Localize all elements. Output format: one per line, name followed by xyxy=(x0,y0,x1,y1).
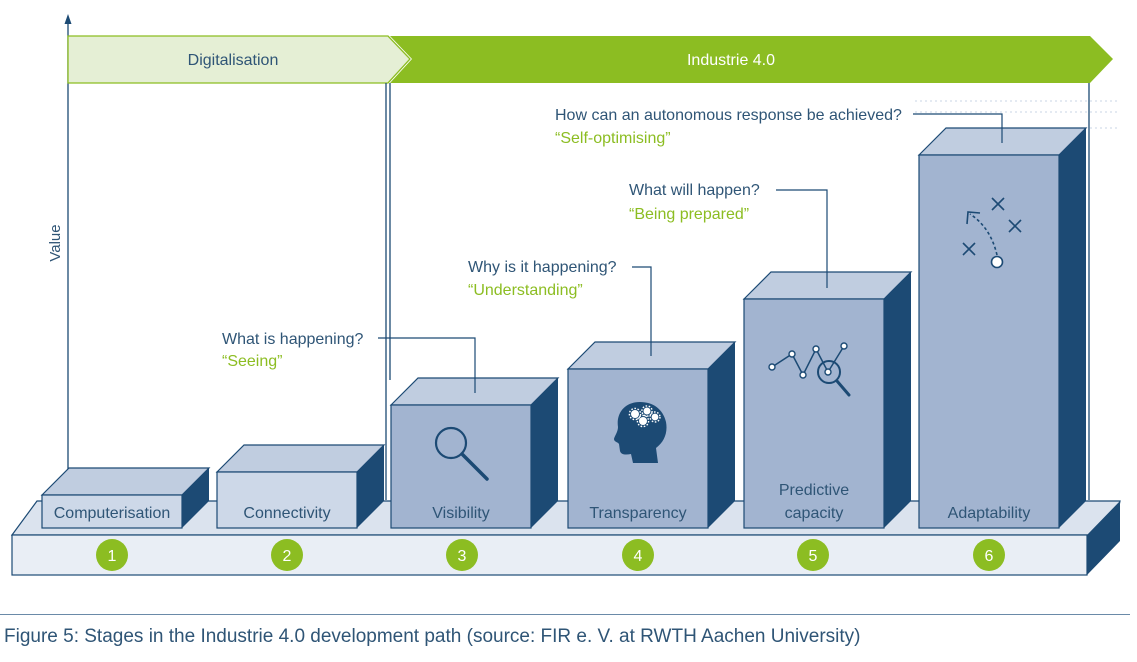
diagram-canvas: Value Digitalisation Industrie 4.0 Compu… xyxy=(10,14,1121,576)
badge-circle xyxy=(973,539,1005,571)
answer-text: “Seeing” xyxy=(222,353,282,370)
digitalisation-banner-label: Digitalisation xyxy=(188,52,279,69)
badge-circle xyxy=(446,539,478,571)
stage-box-5: Predictive capacity xyxy=(742,271,913,529)
stage-box-6: Adaptability xyxy=(917,127,1088,529)
stage-box-side xyxy=(1059,128,1086,528)
badge-circle xyxy=(622,539,654,571)
badge-number: 3 xyxy=(458,548,467,565)
badge-number: 4 xyxy=(634,548,643,565)
stage-box-front xyxy=(743,298,885,529)
stage-label-5: capacity xyxy=(785,505,844,522)
question-callout-2: Why is it happening? “Understanding” xyxy=(468,259,652,356)
stage-box-top xyxy=(215,444,386,473)
question-callout-1: What is happening? “Seeing” xyxy=(222,331,476,393)
stage-box-side xyxy=(182,468,209,528)
figure-caption: Figure 5: Stages in the Industrie 4.0 de… xyxy=(4,626,861,647)
question-callout-3: What will happen? “Being prepared” xyxy=(629,182,828,288)
answer-text: “Understanding” xyxy=(468,282,583,299)
head-gears-icon xyxy=(614,402,667,463)
question-text: What will happen? xyxy=(629,182,760,199)
stage-label-3: Visibility xyxy=(432,505,490,522)
answer-text: “Being prepared” xyxy=(629,206,749,223)
stage-number-badge-1: 1 xyxy=(96,539,128,571)
stage-box-3: Visibility xyxy=(389,377,560,529)
stage-number-badge-6: 6 xyxy=(973,539,1005,571)
badge-circle xyxy=(797,539,829,571)
stage-box-4: Transparency xyxy=(566,341,737,529)
stage-box-front xyxy=(918,154,1060,529)
stage-label-4: Transparency xyxy=(589,505,686,522)
question-callout-4: How can an autonomous response be achiev… xyxy=(555,107,1003,147)
y-axis-arrowhead xyxy=(64,14,72,24)
badge-circle xyxy=(271,539,303,571)
stage-box-front xyxy=(390,404,532,529)
stage-number-badge-4: 4 xyxy=(622,539,654,571)
y-axis-label: Value xyxy=(47,224,64,261)
stage-label-2: Connectivity xyxy=(243,505,330,522)
leader-line xyxy=(632,266,652,356)
strategy-play-icon xyxy=(962,197,1022,269)
stage-number-badge-2: 2 xyxy=(271,539,303,571)
question-text: How can an autonomous response be achiev… xyxy=(555,107,902,124)
platform-side xyxy=(1087,501,1120,575)
answer-text: “Self-optimising” xyxy=(555,130,671,147)
digitalisation-banner xyxy=(67,35,411,84)
question-text: What is happening? xyxy=(222,331,364,348)
stage-label-6: Adaptability xyxy=(948,505,1031,522)
platform-front xyxy=(11,534,1088,576)
stage-box-1: Computerisation xyxy=(40,467,211,529)
industrie-banner xyxy=(390,36,1113,83)
badge-number: 5 xyxy=(809,548,818,565)
badge-number: 1 xyxy=(108,548,117,565)
stage-box-2: Connectivity xyxy=(215,444,386,529)
caption-divider xyxy=(0,614,1130,615)
question-text: Why is it happening? xyxy=(468,259,617,276)
magnifier-icon xyxy=(434,426,489,481)
trend-analysis-icon xyxy=(768,342,851,397)
badge-number: 6 xyxy=(985,548,994,565)
stage-box-top xyxy=(40,467,211,496)
stage-box-front xyxy=(41,494,183,529)
badge-number: 2 xyxy=(283,548,292,565)
stage-box-front xyxy=(216,471,358,529)
stage-box-side xyxy=(884,272,911,528)
stage-number-badge-3: 3 xyxy=(446,539,478,571)
leader-line xyxy=(776,189,828,288)
stage-label-1: Computerisation xyxy=(54,505,171,522)
stage-box-side xyxy=(531,378,558,528)
leader-line xyxy=(913,113,1003,143)
stage-label-5: Predictive xyxy=(779,482,849,499)
stage-box-side xyxy=(708,342,735,528)
stage-number-badge-5: 5 xyxy=(797,539,829,571)
badge-circle xyxy=(96,539,128,571)
industrie-banner-label: Industrie 4.0 xyxy=(687,52,775,69)
leader-line xyxy=(378,337,476,393)
